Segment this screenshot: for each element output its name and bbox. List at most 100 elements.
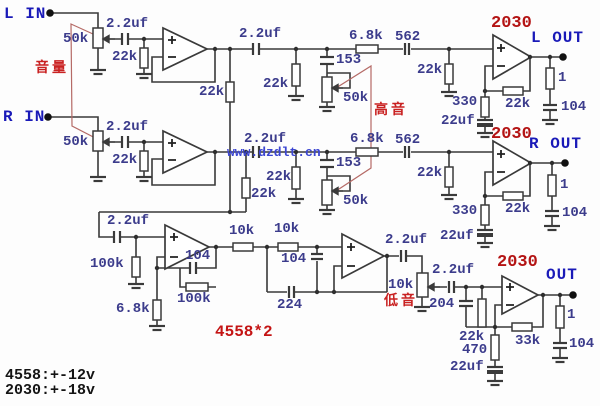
right-volume-pot-value: 50k — [63, 134, 89, 150]
resistor-sub-zobel-1 — [555, 305, 565, 329]
terminal-r-in — [44, 113, 52, 121]
sub-22uf-value: 22uf — [450, 359, 484, 375]
terminal-l-in — [46, 9, 54, 17]
right-coupling-cap-value: 2.2uf — [244, 131, 287, 147]
volume-label: 音量 — [35, 61, 69, 77]
sub-zobel-cap-value: 104 — [569, 336, 595, 352]
bass-label: 低音 — [384, 294, 418, 310]
cap-sub-coupling — [447, 281, 456, 293]
cap-sub-filter-104 — [311, 252, 323, 261]
right-treble-pot-value: 50k — [343, 193, 369, 209]
terminal-l-out — [559, 53, 567, 61]
sub-filter-cap2-value: 224 — [277, 297, 303, 313]
left-series-res-value: 6.8k — [349, 28, 383, 44]
left-shunt-res-value: 22k — [263, 76, 289, 92]
left-treble-cap-value: 153 — [336, 52, 362, 68]
right-22uf-value: 22uf — [440, 228, 474, 244]
sub-out-cap-value: 2.2uf — [385, 232, 428, 248]
r-in-label: R IN — [3, 108, 46, 126]
right-treble-cap-value: 153 — [336, 155, 362, 171]
left-volume-pot-value: 50k — [63, 31, 89, 47]
resistor-right-mix-22k — [241, 177, 251, 199]
sub-gnd-res-value: 6.8k — [116, 301, 150, 317]
cap-sub-fb-104 — [188, 262, 198, 274]
resistor-right-shunt-22k — [291, 166, 301, 190]
junction-dots — [133, 36, 563, 330]
right-330-value: 330 — [452, 203, 478, 219]
pot-volume-left — [92, 27, 104, 49]
resistor-sub-fb-100k — [185, 282, 209, 292]
sub-filter-res2-value: 10k — [274, 221, 300, 237]
pot-bass-wiper — [426, 282, 440, 292]
terminal-r-out — [561, 159, 569, 167]
cap-left-153 — [320, 55, 334, 66]
left-series-cap-value: 562 — [395, 29, 421, 45]
cap-left-coupling — [251, 43, 261, 55]
pot-treble-left-wiper — [330, 83, 343, 93]
cap-right-coupling — [251, 146, 261, 158]
resistor-sub-gnd-68k — [152, 299, 162, 321]
treble-label: 高音 — [374, 103, 408, 119]
resistor-left-ampin-22k — [444, 63, 454, 85]
resistor-left-fb-22k — [502, 86, 524, 96]
right-zobel-cap-value: 104 — [562, 205, 588, 221]
pot-treble-left — [321, 76, 333, 103]
supply-note-2030: 2030:+-18v — [5, 382, 96, 399]
sub-filter-cap1-value: 104 — [281, 251, 307, 267]
cap-left-562 — [403, 43, 411, 55]
chip-4558-label: 4558*2 — [215, 323, 273, 341]
resistor-right-series-68k — [355, 147, 379, 157]
resistor-left-series-68k — [355, 44, 379, 54]
resistor-left-shunt-22k — [291, 63, 301, 87]
resistor-right-330 — [480, 204, 490, 226]
left-330-value: 330 — [452, 94, 478, 110]
sub-input-cap-value: 2.2uf — [107, 213, 150, 229]
cap-right-22uf — [477, 228, 493, 237]
cap-sub-zobel-104 — [553, 341, 567, 350]
r-out-label: R OUT — [529, 135, 583, 153]
cap-left-zobel-104 — [543, 103, 557, 112]
l-out-label: L OUT — [531, 29, 585, 47]
opamp-right-preamp — [162, 129, 209, 175]
cap-sub-22uf — [487, 365, 503, 374]
sub-zobel-res-value: 1 — [567, 307, 576, 323]
opamp-2030-left — [492, 33, 533, 81]
cap-left-input-22uf-film — [120, 33, 130, 45]
volume-gang-line — [70, 23, 105, 143]
resistor-sub-10k-2 — [277, 242, 299, 252]
right-zobel-res-value: 1 — [560, 177, 569, 193]
pot-volume-left-wiper — [101, 34, 115, 44]
right-shunt-res-value: 22k — [266, 169, 292, 185]
out-label: OUT — [546, 266, 578, 284]
right-mix-res-value: 22k — [251, 186, 277, 202]
opamp-2030-sub — [501, 274, 540, 316]
cap-sub-out — [399, 250, 408, 262]
left-input-res-value: 22k — [112, 49, 138, 65]
left-zobel-cap-value: 104 — [561, 99, 587, 115]
io-terminals — [44, 9, 577, 299]
sub-33k-value: 33k — [515, 333, 541, 349]
left-fb-res-value: 22k — [505, 96, 531, 112]
cap-sub-input — [112, 231, 122, 243]
right-series-cap-value: 562 — [395, 132, 421, 148]
left-ampin-res-value: 22k — [417, 62, 443, 78]
right-ampin-res-value: 22k — [417, 165, 443, 181]
opamp-left-preamp — [162, 26, 209, 72]
cap-right-zobel-104 — [545, 209, 559, 218]
sub-channel-wiring — [98, 49, 573, 381]
cap-right-562 — [403, 146, 411, 158]
sub-470-value: 470 — [462, 342, 488, 358]
resistor-sub-470 — [490, 334, 500, 361]
cap-right-153 — [320, 158, 334, 169]
right-fb-res-value: 22k — [505, 201, 531, 217]
left-zobel-res-value: 1 — [558, 70, 567, 86]
resistor-sub-bias2-22k — [477, 298, 487, 328]
opamp-sub-filter1 — [164, 223, 211, 271]
resistor-left-zobel-1 — [545, 67, 555, 90]
sub-204-value: 204 — [429, 296, 455, 312]
sub-bass-pot-value: 10k — [388, 277, 414, 293]
resistor-right-input-22k — [139, 150, 149, 172]
sub-bias-res-value: 100k — [90, 256, 124, 272]
